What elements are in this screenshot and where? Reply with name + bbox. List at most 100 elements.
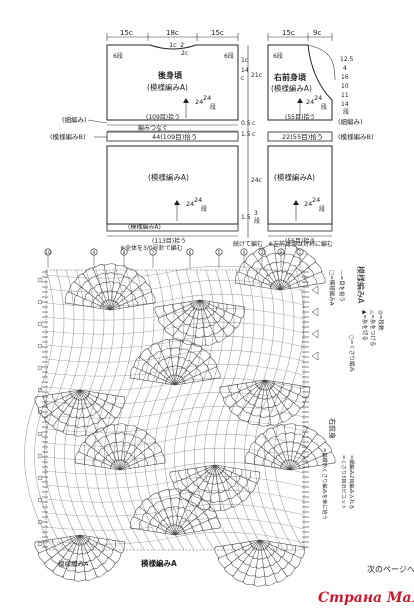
front-neck-note: 21c: [251, 72, 262, 79]
back-width-center: 18c: [166, 29, 179, 37]
row-marker-number: 9: [93, 250, 96, 255]
front-width-right: 9c: [313, 29, 321, 37]
back-bottom-count: (113目)拾う: [152, 237, 186, 245]
back-lower-title: (模様編みA): [148, 172, 189, 182]
center-height-dims: 1c 14 c 21c 0.5 c 1.5 c 24c 1.5 3 段: [241, 45, 262, 238]
legend-item-2: —=目を拾う: [338, 270, 346, 302]
hem-height-15: 1.5: [241, 214, 251, 221]
row-marker-number: 1: [299, 250, 302, 255]
row-marker-number: 4: [243, 250, 246, 255]
back-lower-24b: 24: [194, 196, 202, 204]
chart-center-label: 右前身: [328, 418, 337, 439]
front-waist-24b: 24: [314, 94, 322, 102]
back-waist-24a: 24: [195, 98, 203, 106]
lace-fan: [129, 488, 221, 536]
front-side-unit: 段: [343, 108, 349, 116]
front-shoulder: 6段: [273, 52, 283, 60]
back-neck-mark-1: 1c: [169, 41, 177, 49]
hem-rows-unit: 段: [254, 217, 260, 225]
lace-fan: [169, 464, 261, 512]
right-note-2: =くさり3目のピコット: [340, 455, 347, 509]
lace-net: [24, 243, 336, 587]
front-side-4: 4: [343, 65, 347, 72]
row-marker: 5: [215, 248, 223, 268]
lace-fan: [214, 539, 306, 587]
hook-size-note: ※全体を3/0号針で編む: [120, 244, 183, 252]
chart-side-label: 模様編みA: [356, 266, 366, 304]
front-pickup-count: (55目)拾う: [285, 113, 315, 121]
back-shoulder-left: 6段: [113, 52, 123, 60]
front-lower-title: (模様編みA): [274, 172, 315, 182]
center-height-1: 1c: [241, 57, 248, 64]
front-waist-24a: 24: [306, 98, 314, 106]
watermark-text: Страна Мам: [318, 590, 414, 606]
front-label-patternb: (模様編みB): [338, 132, 374, 141]
legend: ▲=糸を切る △=糸をつける ◎=段数 □=模様編みA —=目を拾う ○=くさり…: [321, 270, 385, 520]
center-height-14: 14: [241, 67, 249, 74]
row-marker: 9: [90, 248, 98, 268]
front-side-14: 14: [341, 101, 349, 108]
hem-rows-3: 3: [254, 210, 258, 217]
front-band-count: 22(55目)拾う: [282, 132, 323, 141]
back-lower-unit: 段: [201, 205, 207, 213]
row-marker-number: 7: [152, 250, 155, 255]
front-lower-24a: 24: [304, 200, 312, 208]
mid-height-15-unit: c: [252, 131, 255, 138]
back-body-schematic: 15c 18c 15c 1c 2 2c 6段 6段 後身頃 (模様編みA) 24…: [50, 29, 239, 245]
back-shoulder-right: 6段: [224, 52, 234, 60]
row-marker-number: 8: [123, 250, 126, 255]
lace-fan: [219, 379, 311, 427]
right-note-1: =前段のくさり編みを束に拾う: [321, 448, 329, 520]
back-title: 後身頃: [158, 70, 183, 80]
mid-height-05-unit: c: [252, 120, 255, 127]
back-neck-mark-2: 2: [180, 41, 184, 49]
back-join-label: 編みつなぐ: [138, 124, 168, 132]
back-width-left: 15c: [120, 29, 133, 37]
row-marker: 3: [258, 248, 266, 268]
back-hem-label: (模様編みA): [128, 223, 161, 231]
front-side-125: 12.5: [340, 56, 354, 63]
left-label-patternb: (模様編みB): [50, 132, 86, 141]
right-note-3: =細編み2目編み入れる: [348, 455, 356, 509]
left-edge-stitches: [37, 271, 48, 548]
back-band-count: 44(109目)拾う: [152, 132, 197, 141]
lace-fan: [129, 338, 221, 386]
lace-fan: [74, 423, 166, 471]
front-lower-unit: 段: [319, 205, 325, 213]
next-page-label: 次のページへ: [367, 564, 414, 574]
lace-fan: [34, 534, 126, 582]
front-bottom-count: (56目)拾う: [285, 237, 315, 245]
back-subtitle: (模様編みA): [147, 82, 188, 92]
front-title: 右前身頃: [273, 72, 307, 82]
front-side-11: 11: [341, 92, 349, 99]
bottom-center-label: 模様編みA: [141, 558, 177, 568]
row-marker: 8: [120, 248, 128, 268]
front-lower-24b: 24: [312, 196, 320, 204]
back-waist-unit: 段: [210, 103, 216, 111]
front-label-sc: (細編み): [338, 117, 363, 126]
left-label-sc: (細編み): [62, 115, 87, 124]
row-marker: 4: [240, 248, 248, 268]
front-side-16: 16: [341, 74, 349, 81]
row-marker-number: 10: [45, 250, 51, 255]
bottom-left-label: 模様編みA: [58, 559, 89, 568]
row-marker: 7: [149, 248, 157, 268]
legend-item-3: ○=くさり編み: [348, 335, 356, 372]
front-height-24c: 24c: [251, 177, 262, 184]
back-lower-24a: 24: [186, 200, 194, 208]
back-neck-depth: 2c: [181, 50, 188, 57]
row-marker-number: 5: [218, 250, 221, 255]
row-marker-number: 3: [261, 250, 264, 255]
front-body-schematic: 15c 9c 6段 右前身頃 (模様編みA) 24 24 段 (55目)拾う 1…: [267, 29, 374, 245]
lace-fan: [64, 263, 156, 311]
row-marker: 6: [186, 248, 194, 268]
mid-height-05: 0.5: [241, 120, 251, 127]
front-waist-unit: 段: [321, 103, 327, 111]
front-width-left: 15c: [282, 29, 295, 37]
front-side-10: 10: [341, 83, 349, 90]
continue-note: 続けて編む: [233, 240, 263, 248]
left-front-note: ※左前身頃は対称に編む: [268, 240, 333, 248]
legend-note-1: ▲=糸を切る: [361, 310, 369, 341]
